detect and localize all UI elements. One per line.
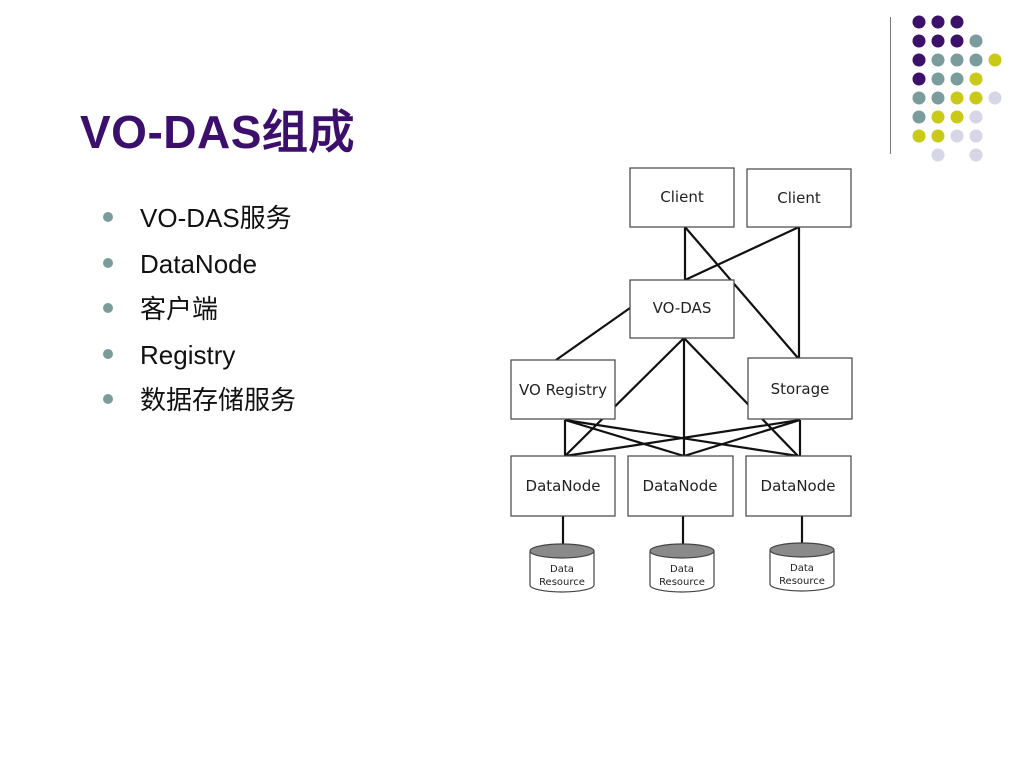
client-label: Client — [660, 188, 704, 206]
data-resource-label: Resource — [539, 577, 585, 588]
connector-line — [564, 418, 801, 458]
decorative-dot — [931, 91, 945, 105]
vo-registry-label: VO Registry — [519, 381, 607, 399]
bullet-list: VO-DAS服务 DataNode 客户端 Registry 数据存储服务 — [100, 198, 296, 426]
decorative-dot — [950, 110, 964, 124]
bullet-text: Registry — [140, 339, 236, 370]
bullet-item: 数据存储服务 — [100, 380, 296, 426]
decorative-dot — [931, 72, 945, 86]
decorative-dot — [912, 91, 926, 105]
data-resource-label: Resource — [779, 576, 825, 587]
decorative-dot — [950, 34, 964, 48]
decorative-dot — [950, 53, 964, 67]
decorative-dot — [969, 91, 983, 105]
bullet-dot-icon — [103, 394, 113, 404]
decorative-dot — [969, 110, 983, 124]
bullet-item: VO-DAS服务 — [100, 198, 296, 244]
client-box — [746, 168, 852, 228]
data-resource-label: Data — [670, 564, 694, 575]
connector-line — [555, 307, 631, 361]
decorative-dot — [969, 129, 983, 143]
vertical-divider — [890, 17, 891, 154]
bullet-item: Registry — [100, 335, 296, 381]
bullet-text: VO-DAS服务 — [140, 203, 292, 233]
decorative-dot — [931, 53, 945, 67]
decorative-dot — [931, 110, 945, 124]
vo-registry-box — [510, 359, 616, 420]
decorative-dot — [969, 34, 983, 48]
connector-line — [684, 226, 800, 281]
decorative-dot — [912, 72, 926, 86]
bullet-item: 客户端 — [100, 289, 296, 335]
decorative-dot — [912, 34, 926, 48]
datanode-label: DataNode — [526, 477, 601, 495]
connector-line — [564, 337, 685, 457]
decorative-dot — [969, 72, 983, 86]
bullet-dot-icon — [103, 348, 113, 359]
decorative-dot — [969, 53, 983, 67]
connector-line — [684, 226, 799, 359]
decorative-dot — [988, 53, 1002, 67]
decorative-dot — [969, 148, 983, 162]
decorative-dot — [931, 15, 945, 29]
decorative-dot — [950, 72, 964, 86]
decorative-dot — [912, 110, 926, 124]
bullet-dot-icon — [103, 303, 113, 313]
connector-line — [683, 337, 799, 457]
slide-title: VO-DAS组成 — [80, 106, 355, 158]
decorative-dot — [931, 34, 945, 48]
bullet-dot-icon — [103, 212, 113, 222]
decorative-dot — [988, 91, 1002, 105]
connector-lines — [555, 226, 804, 550]
datanode-label: DataNode — [643, 477, 718, 495]
decorative-dot — [950, 129, 964, 143]
storage-label: Storage — [771, 380, 830, 398]
data-resource-cylinder: Data Resource — [649, 543, 715, 593]
bullet-text: DataNode — [140, 248, 258, 279]
datanode-label: DataNode — [761, 477, 836, 495]
data-resource-cylinder: Data Resource — [529, 543, 595, 593]
data-resource-cylinder: Data Resource — [769, 542, 835, 592]
data-resource-label: Data — [790, 563, 814, 574]
storage-box — [747, 357, 853, 420]
vo-das-box — [629, 279, 735, 339]
decorative-dot — [931, 129, 945, 143]
client-label: Client — [777, 189, 821, 207]
vo-das-label: VO-DAS — [653, 299, 712, 317]
bullet-text: 数据存储服务 — [140, 385, 297, 415]
decorative-dot — [931, 148, 945, 162]
data-resource-label: Resource — [659, 577, 705, 588]
connector-line — [683, 418, 801, 458]
bullet-text: 客户端 — [140, 294, 219, 324]
datanode-box — [627, 455, 734, 517]
decorative-dot-grid — [912, 15, 1002, 162]
datanode-box — [510, 455, 616, 517]
decorative-dot — [912, 53, 926, 67]
datanode-box — [745, 455, 852, 517]
bullet-item: DataNode — [100, 244, 296, 290]
bullet-dot-icon — [103, 257, 113, 268]
decorative-dot — [950, 91, 964, 105]
decorative-dot — [912, 15, 926, 29]
decorative-dot — [912, 129, 926, 143]
data-resource-label: Data — [550, 564, 574, 575]
decorative-dot — [950, 15, 964, 29]
connector-line — [564, 418, 685, 458]
client-box — [629, 167, 735, 228]
